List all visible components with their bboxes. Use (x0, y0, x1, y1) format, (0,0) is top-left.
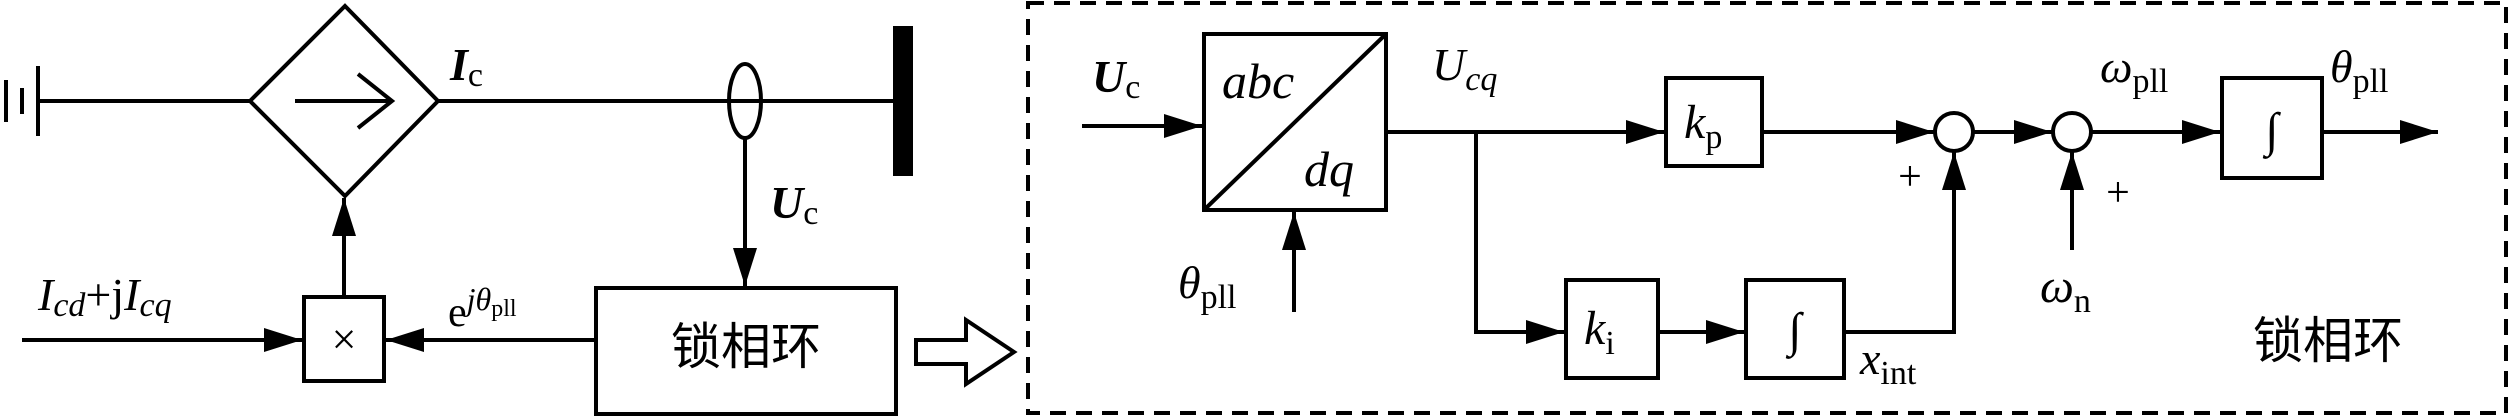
pll-block (594, 286, 898, 416)
voltage-label: Uc (770, 177, 818, 232)
omega-pll-label: ωpll (2100, 41, 2168, 100)
integrator-symbol-1: ∫ (1785, 304, 1804, 359)
transform-top-label: abc (1222, 53, 1294, 109)
multiplier-block (302, 295, 386, 383)
integrator-block-1 (1744, 278, 1846, 380)
wire-branch-to-ki (1474, 132, 1564, 344)
transform-bottom-label: dq (1304, 141, 1354, 197)
plus-sign-2: + (2106, 170, 2130, 216)
uc-input-label: Uc (1092, 51, 1140, 106)
exp-label: ejθpll (448, 281, 517, 336)
current-label: Ic (449, 39, 483, 94)
theta-output-label: θpll (2330, 41, 2389, 100)
summing-junction-2 (2051, 111, 2093, 153)
bus-bar (893, 26, 913, 176)
pll-detail-panel: Uc abc dq θpll Ucq kp ki ∫ xint (1026, 1, 2508, 415)
hollow-arrow-icon (914, 316, 1018, 388)
ucq-label: Ucq (1432, 39, 1497, 98)
ki-block (1564, 278, 1660, 380)
multiply-symbol: × (332, 315, 357, 364)
ground-symbol (4, 66, 40, 136)
xint-label: xint (1859, 333, 1917, 392)
theta-input-label: θpll (1178, 257, 1237, 316)
input-label: Icd+jIcq (37, 269, 172, 324)
integrator-block-2 (2220, 76, 2324, 180)
dashed-frame (1026, 1, 2508, 415)
pll-block-label: 锁相环 (671, 318, 821, 376)
kp-label: kp (1684, 96, 1722, 156)
wire-integrator-to-sum1 (1844, 152, 1966, 334)
integrator-symbol-2: ∫ (2262, 104, 2281, 159)
plus-sign-1: + (1898, 154, 1922, 200)
kp-block (1664, 76, 1764, 168)
left-circuit: Ic Uc 锁相环 × ejθpll Icd+jIcq (4, 3, 1018, 416)
omega-n-label: ωn (2040, 260, 2091, 320)
ki-label: ki (1584, 302, 1615, 362)
summing-junction-1 (1933, 111, 1975, 153)
panel-title: 锁相环 (2253, 312, 2403, 370)
abc-dq-transform-block: abc dq (1202, 32, 1388, 212)
current-source (247, 3, 441, 199)
